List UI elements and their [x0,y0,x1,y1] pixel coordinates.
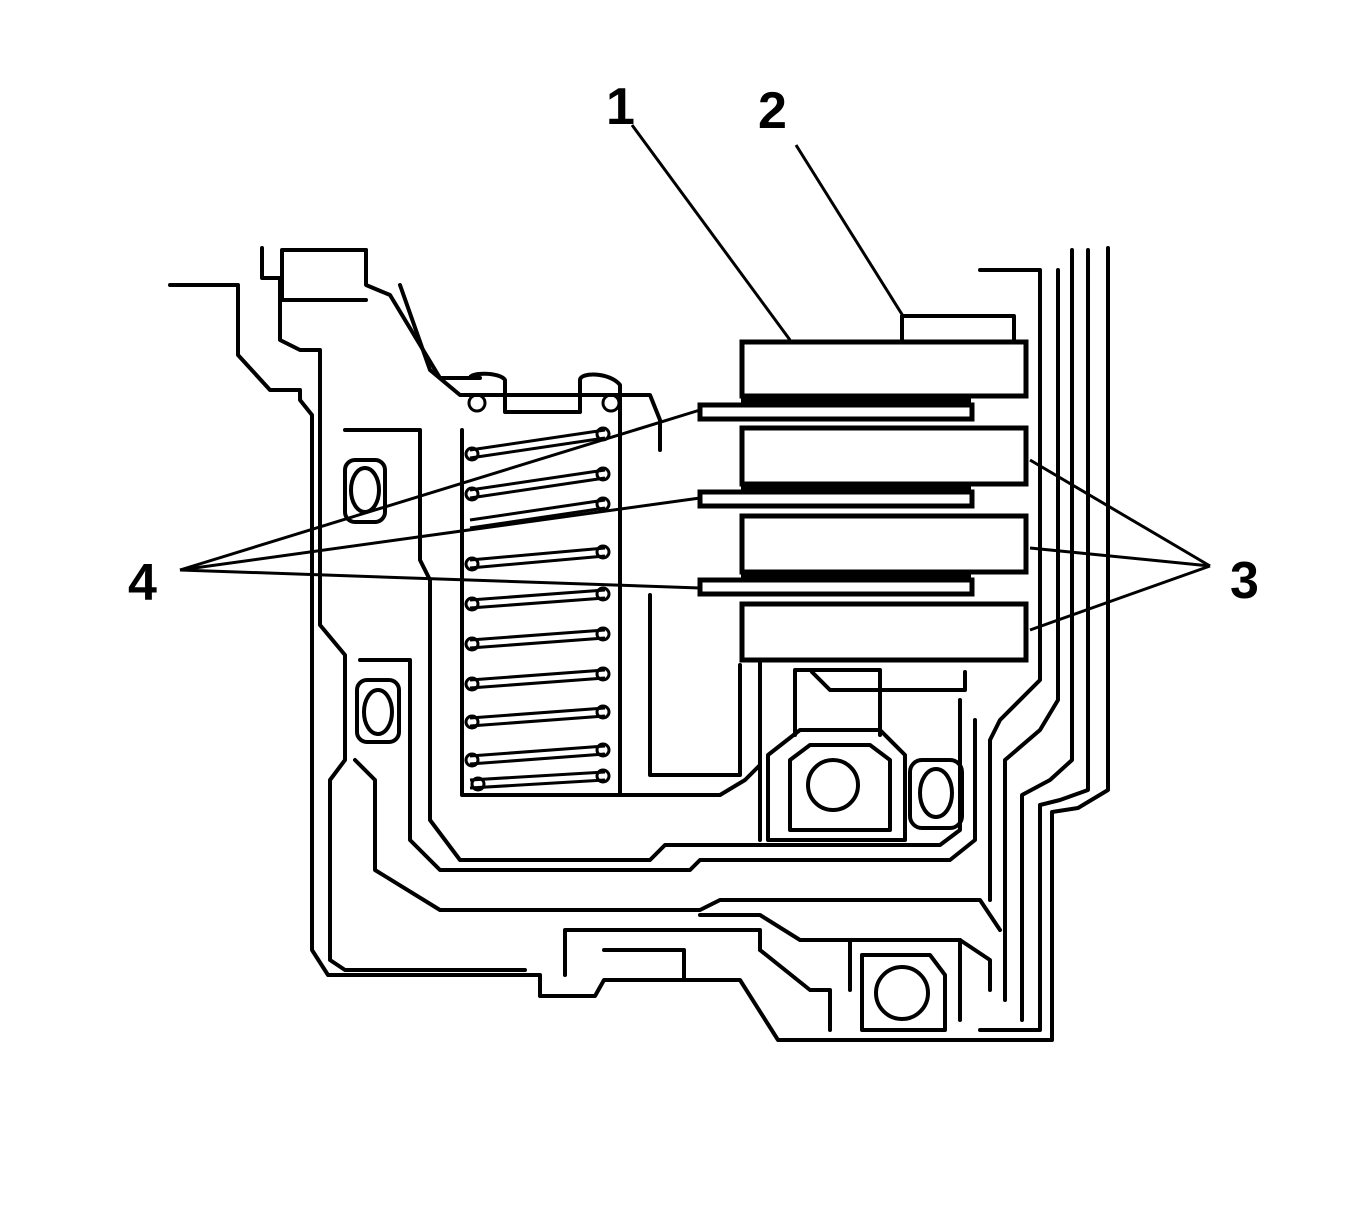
callout-3: 3 [1230,552,1259,610]
transmission-housing [168,246,1110,1042]
snap-ring [900,314,1016,344]
callout-4: 4 [128,554,157,612]
clutch-plates-steel [697,398,975,597]
leader-lines [179,124,1211,632]
callout-2: 2 [758,82,787,140]
callout-1: 1 [606,78,635,136]
spring-coils [460,426,622,797]
backing-plate [739,339,1029,399]
clutch-plates-friction [739,425,1029,663]
piston-return-springs [460,371,622,797]
housing-channels [343,283,1002,1032]
